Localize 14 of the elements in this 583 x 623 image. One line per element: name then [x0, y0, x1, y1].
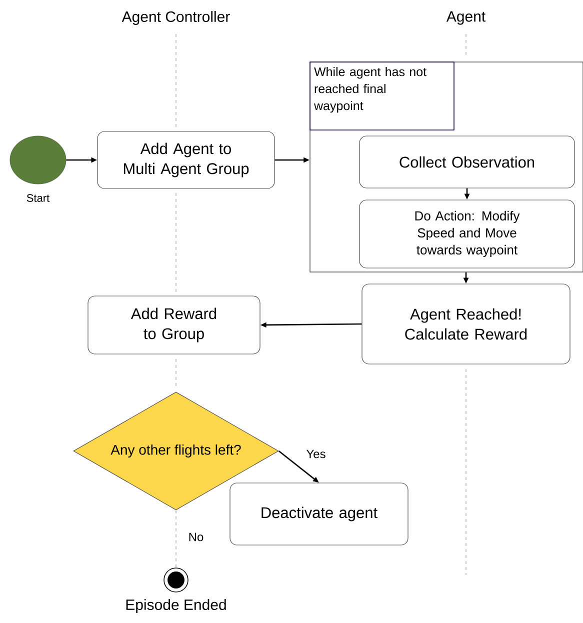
edge-label: Yes	[306, 450, 326, 458]
action-box: Add Reward to Group	[88, 296, 260, 354]
action-box: Add Agent to Multi Agent Group	[97, 131, 275, 189]
node-caption: Episode Ended	[126, 599, 226, 613]
lane-header: Agent Controller	[122, 11, 230, 25]
action-box: Deactivate agent	[230, 482, 408, 546]
action-box: Do Action: Modify Speed and Move towards waypoint	[359, 200, 575, 268]
action-box: Agent Reached! Calculate Reward	[362, 284, 570, 364]
start-circle	[10, 136, 66, 184]
edge-label: No	[189, 532, 204, 542]
action-box: Collect Observation	[359, 136, 575, 188]
end-circle	[164, 568, 188, 592]
lane-header: Agent	[446, 11, 486, 25]
node-caption: Start	[26, 194, 50, 202]
